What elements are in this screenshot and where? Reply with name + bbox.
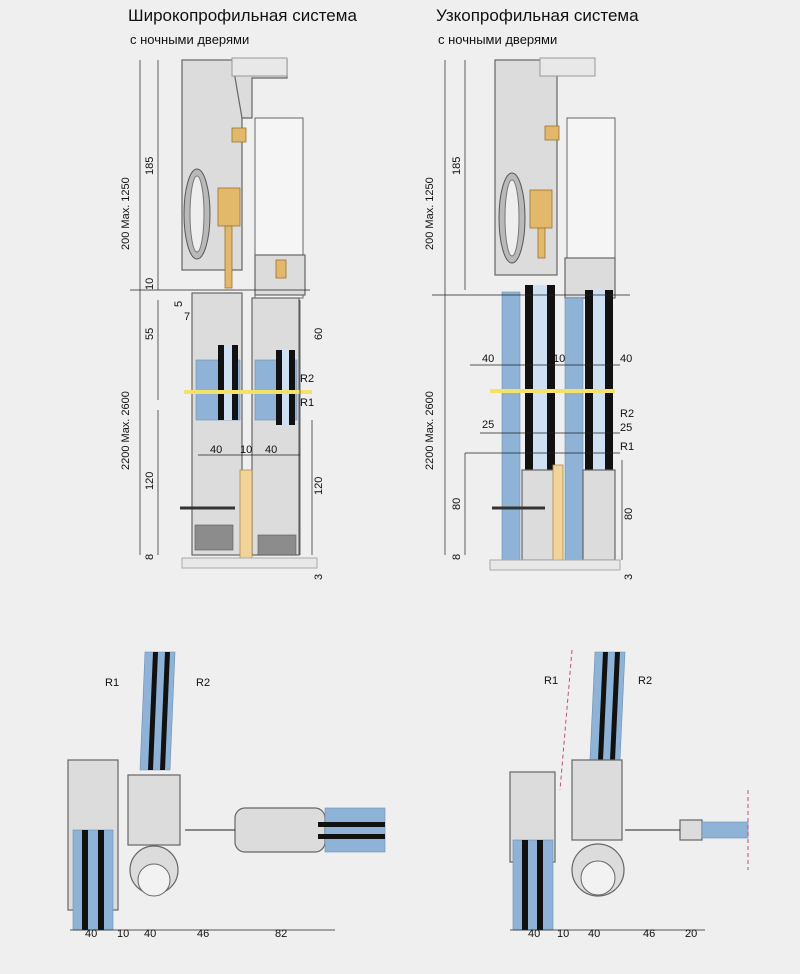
dim-label: 40: [588, 928, 600, 940]
dim-label: 40: [85, 928, 97, 940]
dim-label: R2: [196, 677, 210, 689]
dim-label: R1: [300, 397, 314, 409]
wide-plan-drawing: R1 R2 40 10 40 46 82: [67, 651, 386, 940]
dim-label: 80: [451, 498, 463, 510]
dim-label: 185: [451, 157, 463, 175]
floor-gravel: [181, 557, 318, 569]
door-profile: [571, 759, 623, 841]
wide-system-subtitle: с ночными дверями: [130, 32, 250, 47]
dim-label: 60: [313, 328, 325, 340]
ceiling-gravel: [231, 57, 288, 77]
dim-label: 10: [557, 928, 569, 940]
dim-label: R1: [544, 675, 558, 687]
dim-label: 82: [275, 928, 287, 940]
dim-label: 120: [313, 477, 325, 495]
dim-label: R1: [620, 441, 634, 453]
dim-label: 10: [117, 928, 129, 940]
dim-label: 10: [144, 278, 156, 290]
dim-label: 2200 Max. 2600: [120, 391, 132, 470]
night-door-profile: [679, 819, 703, 841]
tilted-glass-pane: [589, 651, 626, 761]
dim-label: 46: [643, 928, 655, 940]
dim-label: 40: [144, 928, 156, 940]
lock-bracket: [239, 469, 253, 561]
dim-label: 10: [240, 444, 252, 456]
sliding-door-profile: [191, 292, 243, 556]
dim-label: 20: [685, 928, 697, 940]
dim-label: 40: [528, 928, 540, 940]
dim-label: R2: [620, 408, 634, 420]
night-door-profile: [251, 297, 300, 556]
dim-label: R2: [300, 373, 314, 385]
narrow-system-subtitle: с ночными дверями: [438, 32, 558, 47]
dim-label: 185: [144, 157, 156, 175]
dim-label: 25: [482, 419, 494, 431]
dim-label: 8: [451, 554, 463, 560]
dim-label: 8: [144, 554, 156, 560]
roller-carriage: [217, 187, 241, 227]
dim-label: R2: [638, 675, 652, 687]
dim-label: 3: [623, 574, 635, 580]
dim-label: 40: [482, 353, 494, 365]
dim-label: 2200 Max. 2600: [424, 391, 436, 470]
dim-label: 40: [210, 444, 222, 456]
top-rail-profile: [494, 59, 558, 276]
dim-label: 80: [623, 508, 635, 520]
dim-label: 120: [144, 472, 156, 490]
dim-label: 5: [173, 301, 185, 307]
narrow-section-drawing: 200 Max. 1250 185 40 10 40 R2 25 25 R1 2…: [424, 57, 635, 580]
narrow-plan-drawing: R1 R2 40 10 40 46 20: [509, 649, 749, 940]
bracket-bolt: [231, 127, 247, 143]
tilted-glass-pane: [139, 651, 176, 771]
dim-label: 200 Max. 1250: [424, 177, 436, 250]
dim-label: 46: [197, 928, 209, 940]
carriage-rod: [224, 225, 233, 289]
dim-label: 200 Max. 1250: [120, 177, 132, 250]
dim-label: 3: [313, 574, 325, 580]
wide-system-title: Широкопрофильная система: [128, 6, 357, 25]
door-profile: [127, 774, 181, 846]
wide-section-drawing: 200 Max. 1250 185 10 5 7 55 60 R2 R1 220…: [120, 57, 325, 580]
dim-label: 25: [620, 422, 632, 434]
night-door-profile: [234, 807, 326, 853]
ceiling-gravel: [539, 57, 596, 77]
floor-gravel: [489, 559, 621, 571]
dim-label: 7: [184, 311, 190, 323]
dim-label: 40: [620, 353, 632, 365]
dim-label: 10: [553, 353, 565, 365]
dim-label: 40: [265, 444, 277, 456]
dim-label: 55: [144, 328, 156, 340]
narrow-system-title: Узкопрофильная система: [436, 6, 639, 25]
dim-label: R1: [105, 677, 119, 689]
